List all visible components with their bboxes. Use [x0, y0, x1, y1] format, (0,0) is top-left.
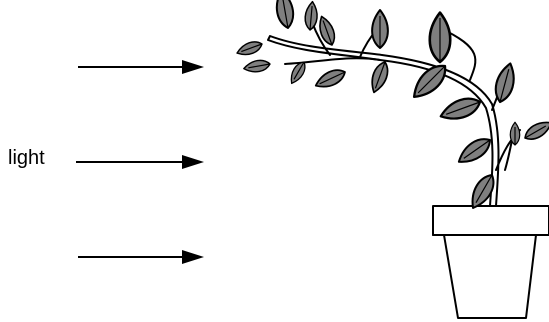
- leaf: [509, 121, 521, 146]
- leaf: [314, 13, 339, 48]
- light-arrow-middle: [76, 155, 204, 169]
- leaf: [406, 58, 453, 105]
- leaf: [521, 116, 549, 145]
- flower-pot: [432, 205, 549, 319]
- light-arrow-top: [78, 60, 204, 74]
- leaf: [286, 58, 310, 87]
- leaf: [465, 170, 500, 213]
- leaf: [453, 132, 496, 170]
- leaf: [366, 58, 393, 96]
- leaf: [428, 11, 452, 64]
- leaf: [303, 0, 320, 32]
- light-label: light: [8, 147, 45, 169]
- plant-leaves: [234, 0, 549, 213]
- leaf: [371, 9, 389, 49]
- leaf: [490, 60, 520, 106]
- leaf: [436, 92, 485, 126]
- leaf: [312, 65, 349, 93]
- leaf: [242, 57, 272, 75]
- leaf: [234, 38, 265, 59]
- leaf: [272, 0, 297, 31]
- light-arrow-bottom: [78, 250, 204, 264]
